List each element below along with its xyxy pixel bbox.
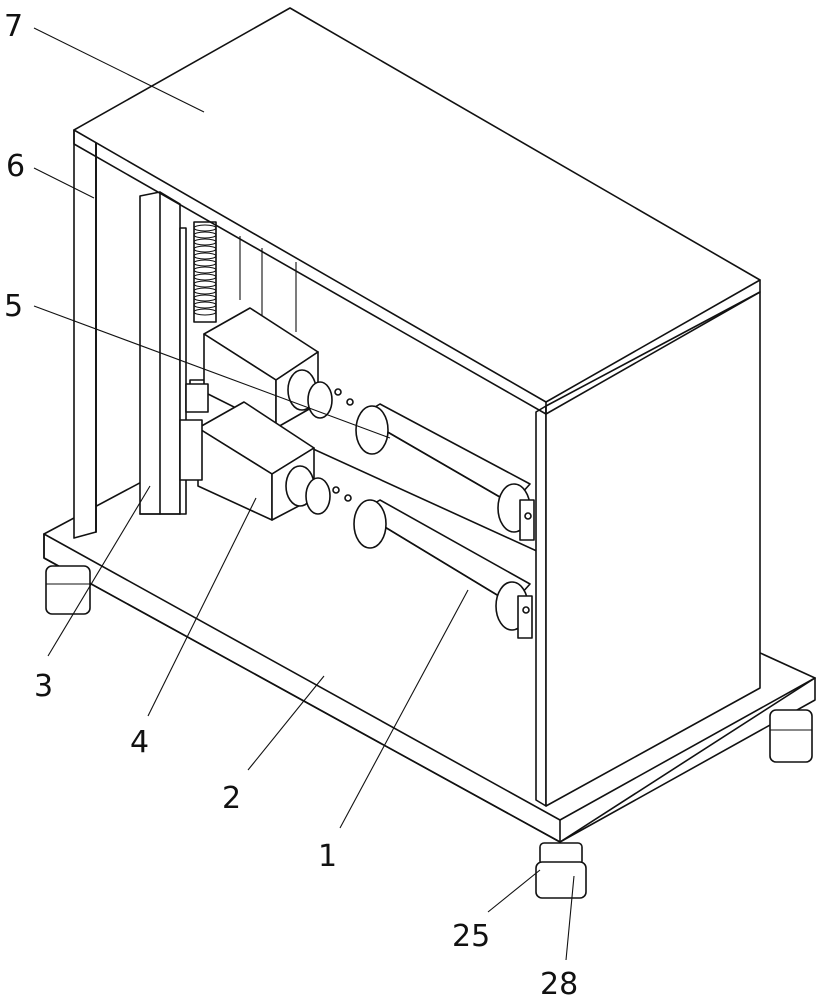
label-6: 6 <box>6 149 25 184</box>
screw-thread-ring <box>193 308 217 316</box>
screw-thread-ring <box>193 238 217 246</box>
side-panel-right <box>535 291 761 807</box>
top-cover <box>73 7 761 415</box>
label-7: 7 <box>4 9 23 44</box>
label-25: 25 <box>452 919 490 954</box>
screw-thread-ring <box>193 273 217 281</box>
leader-lines <box>33 27 575 961</box>
label-5: 5 <box>4 289 23 324</box>
side-panel-left <box>73 129 97 539</box>
back-frame <box>95 139 297 533</box>
label-28: 28 <box>540 967 578 1000</box>
screw-thread-ring <box>193 287 217 295</box>
roller-upper <box>287 369 535 541</box>
screw-thread-ring <box>193 259 217 267</box>
label-3: 3 <box>34 669 53 704</box>
label-4: 4 <box>130 725 149 760</box>
screw-thread-ring <box>193 231 217 239</box>
label-2: 2 <box>222 781 241 816</box>
screw-thread-ring <box>193 280 217 288</box>
foot-right <box>769 709 813 763</box>
motor-block-upper <box>185 307 319 429</box>
foot-left <box>45 565 91 615</box>
screw-thread-ring <box>193 266 217 274</box>
guide-post <box>139 191 187 515</box>
label-1: 1 <box>318 839 337 874</box>
screw-thread-ring <box>193 301 217 309</box>
screw-thread-ring <box>193 294 217 302</box>
screw-thread-ring <box>193 245 217 253</box>
foot-front <box>535 842 587 899</box>
screw-thread-ring <box>193 252 217 260</box>
roller-lower <box>285 465 533 639</box>
screw-thread-ring <box>193 224 217 232</box>
